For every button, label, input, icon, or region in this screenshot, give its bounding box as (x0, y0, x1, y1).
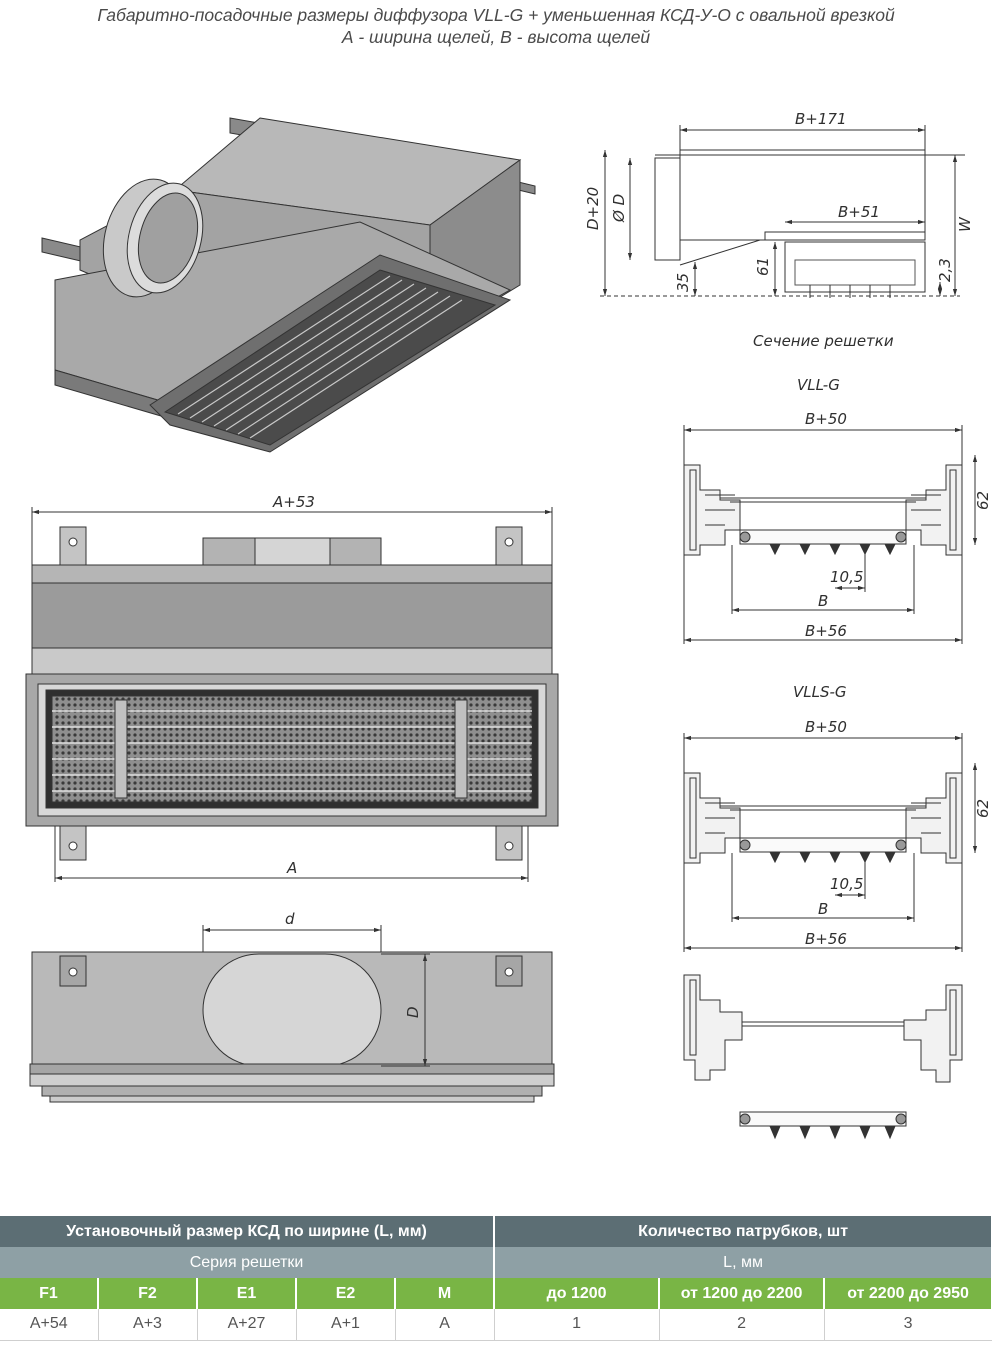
col-upto-1200: до 1200 (494, 1278, 661, 1309)
header-length: L, мм (494, 1247, 992, 1278)
dim-w: W (956, 216, 974, 232)
cell-f1: A+54 (0, 1309, 99, 1341)
cell-f2: A+3 (98, 1309, 198, 1341)
isometric-view (41, 117, 536, 453)
vlls-g-section: VLLS-G B+50 62 (683, 683, 992, 952)
vll-dim-b: B (818, 592, 828, 610)
dim-d20: D+20 (584, 187, 602, 230)
technical-drawing: B+171 B+51 D+20 Ø D W 35 61 2,3 Сечение … (25, 110, 992, 1140)
dim-diameter-d: Ø D (610, 194, 628, 223)
table-header-row-1: Установочный размер КСД по ширине (L, мм… (0, 1216, 992, 1247)
vlls-g-label: VLLS-G (793, 683, 847, 701)
table-header-row-3: F1 F2 E1 E2 M до 1200 от 1200 до 2200 от… (0, 1278, 992, 1309)
front-dim-a: A (286, 859, 297, 877)
page-title: Габаритно-посадочные размеры диффузора V… (0, 4, 992, 48)
cell-e1: A+27 (197, 1309, 297, 1341)
title-line-1: Габаритно-посадочные размеры диффузора V… (97, 5, 895, 25)
table-row: A+54 A+3 A+27 A+1 A 1 2 3 (0, 1309, 992, 1341)
cell-2200-2950: 3 (824, 1309, 992, 1341)
col-e1: E1 (197, 1278, 297, 1309)
title-line-2: А - ширина щелей, В - высота щелей (341, 27, 651, 47)
cell-1200-2200: 2 (659, 1309, 825, 1341)
dim-2-3: 2,3 (936, 258, 954, 282)
header-branch-count: Количество патрубков, шт (494, 1216, 992, 1247)
top-view: d D (29, 910, 555, 1103)
header-grille-series: Серия решетки (0, 1247, 496, 1278)
col-e2: E2 (296, 1278, 396, 1309)
dim-61: 61 (754, 257, 772, 276)
vlls-dim-10-5: 10,5 (830, 875, 863, 893)
col-1200-2200: от 1200 до 2200 (659, 1278, 826, 1309)
dim-35: 35 (674, 273, 692, 292)
front-dim-a53: A+53 (272, 493, 315, 511)
table-header-row-2: Серия решетки L, мм (0, 1247, 992, 1278)
col-2200-2950: от 2200 до 2950 (824, 1278, 992, 1309)
top-dim-d: D (404, 1006, 422, 1018)
vlls-dim-b: B (818, 900, 828, 918)
vll-dim-10-5: 10,5 (830, 568, 863, 586)
dim-b51: B+51 (838, 203, 880, 221)
col-f2: F2 (98, 1278, 198, 1309)
vll-dim-b50: B+50 (805, 410, 847, 428)
vll-g-section: VLL-G (683, 376, 992, 644)
exploded-profiles (683, 974, 963, 1140)
header-install-size: Установочный размер КСД по ширине (L, мм… (0, 1216, 496, 1247)
vll-dim-62: 62 (974, 491, 992, 510)
cell-upto-1200: 1 (494, 1309, 660, 1341)
col-m: M (395, 1278, 496, 1309)
top-dim-d-small: d (285, 910, 295, 928)
vll-g-label: VLL-G (797, 376, 840, 394)
col-f1: F1 (0, 1278, 99, 1309)
section-caption: Сечение решетки (753, 332, 894, 350)
vlls-dim-b50: B+50 (805, 718, 847, 736)
spec-table: Установочный размер КСД по ширине (L, мм… (0, 1216, 992, 1341)
cell-e2: A+1 (296, 1309, 396, 1341)
dim-b171: B+171 (795, 110, 847, 128)
vlls-dim-62: 62 (974, 799, 992, 818)
cell-m: A (395, 1309, 495, 1341)
front-view: A+53 A (25, 493, 559, 882)
side-view: B+171 B+51 D+20 Ø D W 35 61 2,3 Сечение … (584, 110, 974, 350)
vlls-dim-b56: B+56 (805, 930, 847, 948)
vll-dim-b56: B+56 (805, 622, 847, 640)
